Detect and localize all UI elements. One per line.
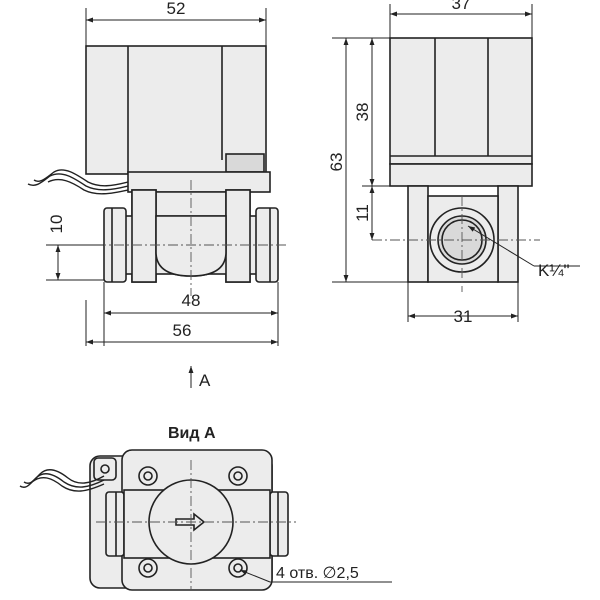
dim-11: 11 xyxy=(353,204,372,222)
dim-52: 52 xyxy=(167,0,186,18)
dim-48: 48 xyxy=(182,291,201,310)
side-view xyxy=(372,37,540,292)
dim-56: 56 xyxy=(173,321,192,340)
view-a-wire-leads xyxy=(19,468,105,492)
view-a-title: Вид А xyxy=(168,425,216,442)
side-coil-body xyxy=(389,37,533,165)
thread-label: K¼" xyxy=(538,261,570,280)
side-dimensions: 37 38 63 11 31 K¼" xyxy=(327,0,580,326)
holes-note: 4 отв. ∅2,5 xyxy=(276,565,359,582)
front-flange xyxy=(127,171,271,193)
mounting-holes xyxy=(138,466,248,578)
front-view xyxy=(27,45,288,296)
dim-63: 63 xyxy=(327,153,346,172)
front-dimensions: 52 10 48 56 А xyxy=(46,0,279,390)
side-flange xyxy=(389,163,533,187)
view-a: 4 отв. ∅2,5 xyxy=(19,449,392,591)
dim-38: 38 xyxy=(353,103,372,122)
dim-31: 31 xyxy=(454,307,473,326)
front-coil-body xyxy=(85,45,267,175)
dim-10: 10 xyxy=(47,215,66,234)
dim-37: 37 xyxy=(452,0,471,13)
flow-arrow-icon xyxy=(175,512,206,532)
front-wire-leads xyxy=(27,169,129,195)
view-arrow-label: А xyxy=(199,371,211,390)
front-coil-terminal xyxy=(225,153,265,173)
